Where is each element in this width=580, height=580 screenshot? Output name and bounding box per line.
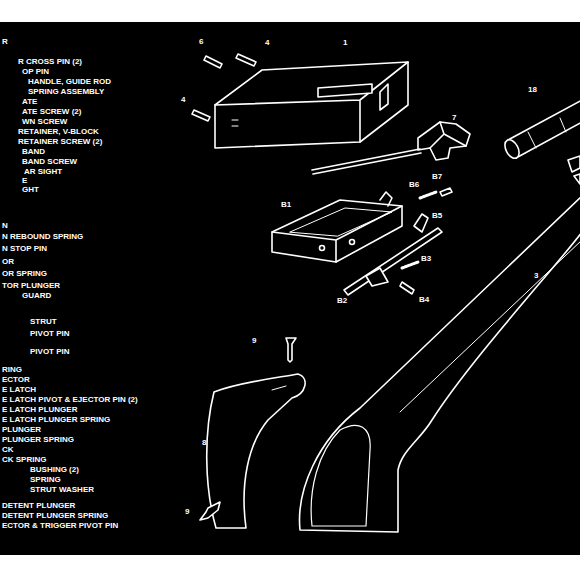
cross-pin — [204, 56, 222, 68]
part-name: RETAINER, V-BLOCK — [18, 128, 99, 136]
part-name: CK — [2, 446, 14, 454]
part-name: PLUNGER SPRING — [2, 436, 74, 444]
part-name: BAND — [22, 148, 45, 156]
part-name: PIVOT PIN — [30, 330, 70, 338]
spring — [420, 192, 436, 198]
part-name: STRUT — [30, 318, 57, 326]
callout-number: 4 — [181, 96, 185, 104]
part-name: BUSHING (2) — [30, 466, 79, 474]
bolt — [418, 122, 470, 160]
part-name: CK SPRING — [2, 456, 46, 464]
callout-number: B6 — [409, 181, 419, 189]
part-name: OP PIN — [22, 68, 49, 76]
part-name: N STOP PIN — [2, 245, 47, 253]
callout-number: B7 — [432, 173, 442, 181]
latch — [414, 214, 428, 232]
part-name: WN SCREW — [22, 118, 67, 126]
callout-number: 3 — [534, 272, 538, 280]
screw — [200, 502, 220, 520]
part-name: RING — [2, 366, 22, 374]
part-name: OR — [2, 258, 14, 266]
part-name: E LATCH PIVOT & EJECTOR PIN (2) — [2, 396, 138, 404]
part-name: E LATCH PLUNGER — [2, 406, 77, 414]
part-name: ECTOR & TRIGGER PIVOT PIN — [2, 522, 118, 530]
part-name: SPRING ASSEMBLY — [28, 88, 104, 96]
part-name: STRUT WASHER — [30, 486, 94, 494]
part-name: GUARD — [22, 292, 51, 300]
part-name: E LATCH — [2, 386, 36, 394]
part-name: E — [22, 177, 27, 185]
part-name: N — [2, 222, 8, 230]
receiver — [215, 62, 408, 148]
trigger-housing — [272, 192, 402, 262]
callout-number: 9 — [252, 337, 256, 345]
part-name: SPRING — [30, 476, 61, 484]
part-name: ATE — [22, 98, 37, 106]
part-name: R — [2, 38, 8, 46]
part-name: PLUNGER — [2, 426, 41, 434]
callout-number: 9 — [185, 508, 189, 516]
callout-number: B3 — [421, 255, 431, 263]
screw — [286, 338, 296, 362]
callout-number: 8 — [202, 439, 206, 447]
callout-number: 18 — [528, 86, 537, 94]
part-name: DETENT PLUNGER SPRING — [2, 512, 108, 520]
stock — [300, 196, 580, 532]
part-name: ATE SCREW (2) — [22, 108, 81, 116]
part-name: RETAINER SCREW (2) — [18, 138, 102, 146]
part-name: N REBOUND SPRING — [2, 233, 83, 241]
part-name: ECTOR — [2, 376, 30, 384]
callout-number: 6 — [199, 38, 203, 46]
pistol-grip — [207, 374, 305, 528]
part-name: R CROSS PIN (2) — [18, 58, 82, 66]
callout-number: B2 — [337, 297, 347, 305]
spring — [402, 262, 418, 268]
callout-number: 4 — [265, 39, 269, 47]
part-name: E LATCH PLUNGER SPRING — [2, 416, 110, 424]
lever-pivot — [366, 268, 388, 286]
callout-number: B5 — [432, 212, 442, 220]
part-name: AR SIGHT — [24, 168, 62, 176]
barrel — [502, 100, 580, 184]
cross-pin — [192, 110, 210, 121]
part-name: BAND SCREW — [22, 158, 77, 166]
cross-pin — [236, 54, 256, 66]
callout-number: B1 — [281, 201, 291, 209]
lever — [344, 228, 442, 295]
part-name: TOR PLUNGER — [2, 282, 60, 290]
callout-number: B4 — [419, 296, 429, 304]
callout-number: 7 — [452, 114, 456, 122]
part-name: DETENT PLUNGER — [2, 502, 75, 510]
pin — [400, 282, 414, 294]
callout-number: 1 — [343, 39, 347, 47]
part-name: GHT — [22, 186, 39, 194]
part-name: OR SPRING — [2, 270, 47, 278]
part-name: PIVOT PIN — [30, 348, 70, 356]
part-name: HANDLE, GUIDE ROD — [28, 78, 111, 86]
guide-rod — [312, 149, 421, 174]
plunger — [440, 188, 452, 196]
